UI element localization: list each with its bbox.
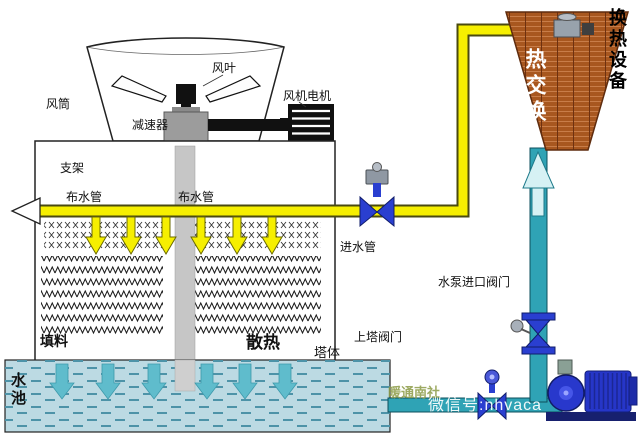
spray-arrow-down (226, 216, 248, 255)
drive-shaft (208, 119, 288, 131)
riser-valve (510, 312, 556, 355)
heat-exchange-label: 热交换 (523, 48, 546, 126)
tower-valve-label: 上塔阀门 (354, 330, 403, 344)
center-column-base (174, 359, 196, 392)
fill-media-left (41, 256, 163, 335)
pump-motor-cap (628, 376, 638, 406)
water-pool (4, 359, 391, 433)
valve-knob (372, 162, 382, 172)
exchanger-inlet-valve (553, 19, 581, 38)
fan-blade-right (205, 75, 262, 103)
valve-stem (373, 183, 381, 197)
spray-zone-left (44, 219, 163, 249)
watermark-wechat: 微信号:nhvaca (428, 397, 543, 414)
spray-arrow-down (190, 216, 212, 255)
valve-flange (521, 346, 556, 355)
gearbox-flange (172, 107, 200, 112)
spray-arrow-down (155, 216, 177, 255)
pump-shaft-center (563, 390, 569, 396)
valve-stem (520, 328, 531, 334)
water-arrow-down (49, 363, 75, 400)
pump-discharge-fitting (557, 359, 573, 375)
pool-label: 水池 (9, 372, 26, 408)
hot-pipe-arrowhead (10, 196, 41, 226)
tower-body-group (34, 140, 336, 371)
support-label: 支架 (60, 161, 85, 175)
inlet-pipe-label: 进水管 (340, 240, 377, 254)
spray-arrows (85, 216, 283, 255)
spray-arrow-down (120, 216, 142, 255)
water-pump (546, 359, 638, 421)
valve-body (491, 391, 507, 421)
valve-flange (521, 312, 556, 321)
valve-body (477, 391, 493, 421)
dist-pipe-label-left: 布水管 (66, 190, 103, 204)
flow-up-arrow-shaft (531, 187, 545, 217)
fill-media-right (179, 256, 321, 335)
heat-dissipation-label: 散热 (246, 333, 280, 352)
air-duct-label: 风筒 (46, 97, 71, 111)
fill-label: 填料 (40, 333, 68, 349)
exchanger-pipe-fitting (582, 23, 594, 35)
inlet-pipe-valve (359, 162, 395, 228)
spray-arrow-down (261, 216, 283, 255)
pump-inlet-valve-label: 水泵进口阀门 (438, 275, 511, 289)
water-arrow-down (232, 363, 258, 400)
pump-base (546, 412, 636, 421)
valve-body (524, 333, 552, 348)
spray-arrow-down (85, 216, 107, 255)
valve-body (524, 319, 552, 335)
falling-water-arrows (49, 363, 298, 400)
fan-hub (176, 84, 196, 104)
valve-stem (489, 382, 495, 393)
tower-body-label: 塔体 (314, 345, 341, 360)
hot-pipe (26, 25, 556, 216)
motor-shaft (280, 118, 288, 130)
motor-fins (292, 109, 330, 135)
water-arrow-down (272, 363, 298, 400)
reducer-label: 减速器 (132, 118, 169, 132)
valve-handwheel-hub (489, 374, 495, 380)
heat-exchanger (505, 11, 629, 151)
heat-exchange-equipment-label: 换热设备 (607, 8, 627, 92)
valve-body (376, 195, 395, 228)
tower-fan-stack (86, 37, 334, 147)
fan-blade-leader-line (202, 74, 224, 87)
fan-motor-label: 风机电机 (283, 89, 332, 103)
fan-blade-label: 风叶 (212, 61, 237, 75)
suction-valve (477, 369, 507, 421)
valve-body (359, 195, 378, 228)
flow-up-arrow (522, 150, 555, 189)
pump-motor-fins (589, 373, 627, 409)
pool-water-texture (5, 360, 390, 432)
dist-pipe-label-right: 布水管 (178, 190, 215, 204)
center-column (174, 145, 196, 363)
valve-handwheel (510, 319, 524, 333)
fan-cylinder-rim (86, 46, 285, 55)
exchanger-valve-handwheel (557, 13, 577, 21)
heat-exchanger-body (505, 11, 629, 151)
fan-blade-left (110, 75, 167, 103)
fan-motor-leader-line (298, 101, 307, 108)
valve-actuator (365, 169, 389, 185)
watermark-brand: 暖通南社 (388, 385, 441, 400)
water-arrow-down (141, 363, 167, 400)
water-arrow-down (194, 363, 220, 400)
water-arrow-down (95, 363, 121, 400)
hot-water-pipe (10, 23, 556, 226)
